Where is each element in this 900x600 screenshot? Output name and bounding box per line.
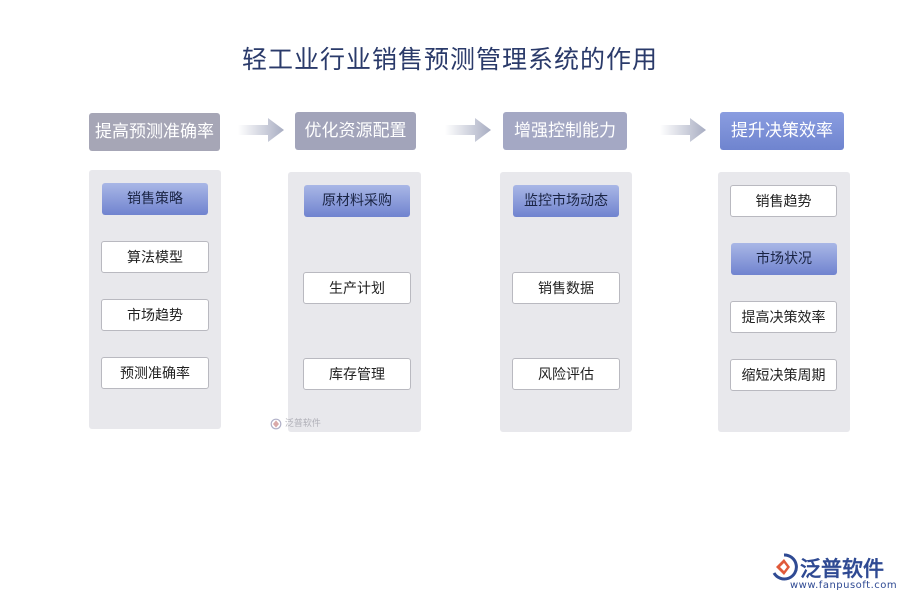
arrow-right-icon: [445, 118, 491, 142]
column-header-3: 增强控制能力: [503, 112, 627, 150]
diagram-title: 轻工业行业销售预测管理系统的作用: [241, 45, 658, 74]
item-sales-strategy: 销售策略: [102, 183, 208, 215]
item-risk-assessment: 风险评估: [512, 358, 620, 390]
item-market-trend: 市场趋势: [101, 299, 209, 331]
column-header-1: 提高预测准确率: [89, 113, 220, 151]
item-raw-material-purchase: 原材料采购: [304, 185, 410, 217]
watermark: 泛普软件: [270, 416, 321, 430]
item-market-status: 市场状况: [731, 243, 837, 275]
item-sales-data: 销售数据: [512, 272, 620, 304]
column-header-2: 优化资源配置: [295, 112, 416, 150]
item-algorithm-model: 算法模型: [101, 241, 209, 273]
item-monitor-market: 监控市场动态: [513, 185, 619, 217]
logo-icon: [772, 553, 798, 581]
item-production-plan: 生产计划: [303, 272, 411, 304]
item-sales-trend: 销售趋势: [730, 185, 837, 217]
item-inventory-management: 库存管理: [303, 358, 411, 390]
item-shorten-decision-cycle: 缩短决策周期: [730, 359, 837, 391]
logo-name: 泛普软件: [800, 557, 884, 581]
brand-logo: 泛普软件 www.fanpusoft.com: [770, 553, 898, 593]
item-prediction-accuracy: 预测准确率: [101, 357, 209, 389]
arrow-right-icon: [660, 118, 706, 142]
logo-icon: [270, 418, 282, 429]
logo-url: www.fanpusoft.com: [790, 580, 898, 591]
item-improve-decision-efficiency: 提高决策效率: [730, 301, 837, 333]
arrow-right-icon: [238, 118, 284, 142]
watermark-text: 泛普软件: [284, 419, 321, 429]
column-header-4: 提升决策效率: [720, 112, 844, 150]
